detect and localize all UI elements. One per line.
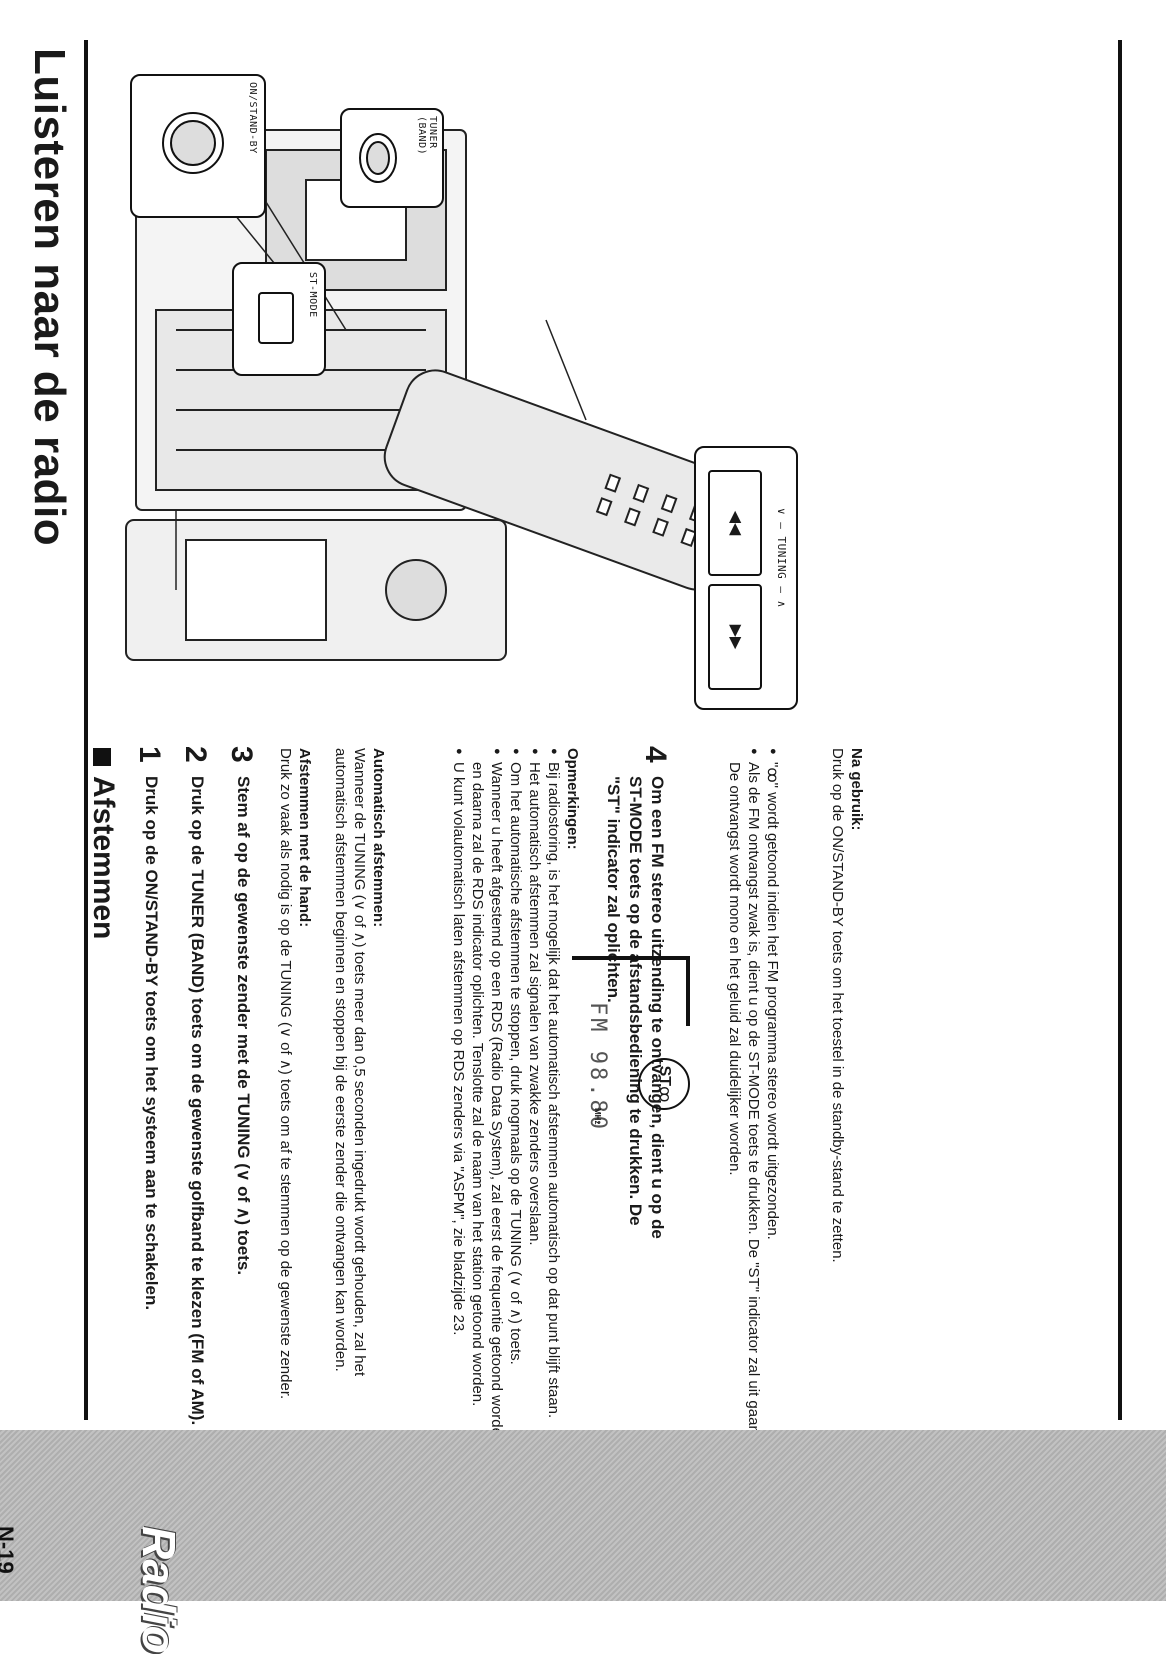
fast-forward-icon: ▶▶ — [727, 624, 744, 650]
page-title: Luisteren naar de radio — [25, 48, 74, 547]
lcd-bracket-top — [686, 956, 690, 1026]
rewind-icon: ◀◀ — [727, 510, 744, 536]
note-item: U kunt volautomatisch laten afstemmen op… — [449, 748, 468, 1448]
after-use-block: Na gebruik: Druk op de ON/STAND-BY toets… — [829, 748, 865, 1263]
note-item: Om het automatische afstemmen te stoppen… — [506, 748, 525, 1448]
st-mode-button-icon — [258, 292, 294, 344]
st-mode-callout: ST-MODE — [232, 262, 326, 376]
st-indicator-label: ST — [656, 1065, 673, 1087]
note-item: Bij radiostoring, is het mogelijk dat he… — [544, 748, 563, 1448]
tuner-band-callout: TUNER (BAND) — [340, 108, 444, 208]
section-label: Radio — [133, 1526, 185, 1654]
tuning-down-button: ◀◀ — [708, 470, 762, 576]
step-3: 3 Stem af op de gewenste zender met de T… — [225, 746, 258, 1276]
lcd-unit: MHz — [593, 1108, 602, 1125]
st-mode-label: ST-MODE — [307, 272, 318, 318]
stereo-icon: ꝏ — [656, 1086, 673, 1103]
section-banner: Radio N-19 — [0, 1430, 1166, 1654]
on-standby-label: ON/STAND-BY — [247, 82, 258, 154]
tuning-callout: ∨ — TUNING — ∧ ◀◀ ▶▶ — [694, 446, 798, 710]
step4-notes: "ꝏ" wordt getoond indien het FM programm… — [725, 748, 782, 1448]
manual-tuning-block: Afstemmen met de hand: Druk zo vaak als … — [277, 748, 313, 1400]
section-title: Afstemmen — [86, 748, 120, 939]
title-rule — [84, 40, 88, 1420]
note-item: Het automatisch afstemmen zal signalen v… — [525, 748, 544, 1448]
tuning-label: ∨ — TUNING — ∧ — [775, 508, 788, 608]
power-button-icon — [162, 112, 224, 174]
on-standby-callout: ON/STAND-BY — [130, 74, 266, 218]
section-square-icon — [92, 748, 111, 766]
lcd-display: FM 98.80 MHz STꝏ — [566, 938, 696, 1148]
manual-page: Luisteren naar de radio — [0, 0, 1166, 1601]
lcd-bracket — [572, 956, 690, 960]
st-indicator-badge: STꝏ — [638, 1058, 690, 1110]
auto-tuning-block: Automatisch afstemmen: Wanneer de TUNING… — [332, 748, 387, 1377]
page-number: N-19 — [0, 1526, 18, 1574]
step-2: 2 Druk op de TUNER (BAND) toets om de ge… — [179, 746, 212, 1426]
step-1: 1 Druk op de ON/STAND-BY toets om het sy… — [133, 746, 166, 1311]
tuner-band-label: TUNER (BAND) — [416, 116, 438, 156]
note-item: Wanneer u heeft afgestemd op een RDS (Ra… — [468, 748, 506, 1448]
tuner-button-icon — [359, 133, 397, 183]
bottom-rule — [1118, 40, 1122, 1420]
step4-note-item: "ꝏ" wordt getoond indien het FM programm… — [763, 748, 782, 1448]
tuning-up-button: ▶▶ — [708, 584, 762, 690]
notes-list: Bij radiostoring, is het mogelijk dat he… — [449, 748, 563, 1448]
step4-note-item: Als de FM ontvangst zwak is, dient u op … — [725, 748, 763, 1448]
notes-block: Opmerkingen: Bij radiostoring, is het mo… — [449, 748, 582, 1448]
